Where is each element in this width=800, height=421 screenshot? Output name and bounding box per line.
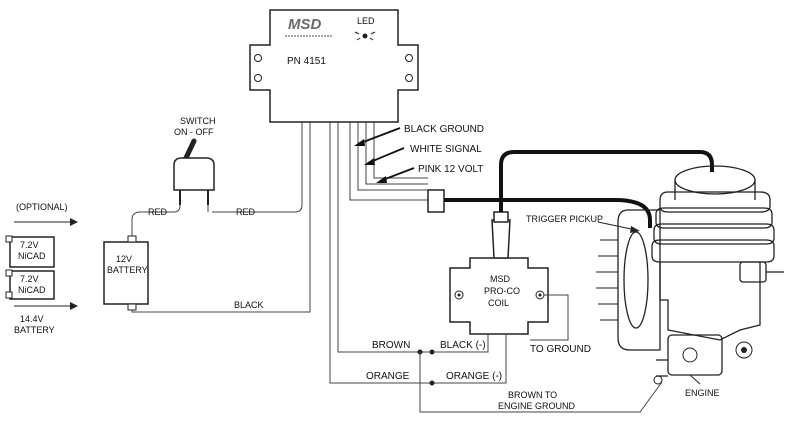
label-pink-12-volt: PINK 12 VOLT [418,164,483,175]
engine-label: ENGINE [685,388,720,398]
label-brown-to-line2: ENGINE GROUND [498,401,576,411]
part-number: PN 4151 [287,56,326,67]
nicad-cell2-line1: 7.2V [20,274,39,284]
black-ground-callout: BLACK GROUND [354,124,484,146]
label-brown: BROWN [372,340,410,351]
pink-12-volt-callout: PINK 12 VOLT [376,164,483,183]
nicad-cell2-line2: NiCAD [18,285,46,295]
nicad-cell1-line2: NiCAD [18,251,46,261]
battery-12v: 12V BATTERY [103,235,149,311]
label-orange-neg: ORANGE (-) [446,371,502,382]
switch-title-line2: ON - OFF [174,127,214,137]
module-brand: MSD [288,16,322,33]
coil-line3: COIL [488,298,509,308]
junction-dot [429,349,435,355]
label-to-ground: TO GROUND [530,344,591,355]
label-white-signal: WHITE SIGNAL [410,144,482,155]
msd-coil: MSD PRO-CO COIL [449,211,549,335]
nicad-optional: (OPTIONAL) [16,202,68,212]
coil-line1: MSD [490,274,511,284]
label-black: BLACK [234,300,264,310]
label-black-ground: BLACK GROUND [404,124,484,135]
white-signal-callout: WHITE SIGNAL [364,144,482,165]
label-red-right: RED [236,207,256,217]
battery-line1: 12V [116,254,132,264]
led-label: LED [357,16,375,26]
nicad-pack: (OPTIONAL) 7.2V NiCAD 7.2V NiCAD 14.4V B… [5,202,78,335]
toggle-switch: SWITCH ON - OFF [173,116,216,205]
module-wires [150,122,440,384]
nicad-cell1-line1: 7.2V [20,240,39,250]
label-brown-to-line1: BROWN TO [508,390,557,400]
label-orange: ORANGE [366,371,410,382]
led-icon [354,31,376,41]
label-red-left: RED [148,207,168,217]
wire-connector [427,189,445,213]
nicad-total-line1: 14.4V [20,314,44,324]
coil-line2: PRO-CO [484,286,520,296]
label-black-neg: BLACK (-) [440,340,486,351]
switch-title-line1: SWITCH [180,116,216,126]
label-trigger-pickup: TRIGGER PICKUP [526,214,603,224]
junction-dot [429,380,435,386]
engine: ENGINE [596,165,784,398]
nicad-total-line2: BATTERY [14,325,55,335]
msd-module: MSD LED PN 4151 [249,9,419,123]
battery-line2: BATTERY [107,265,148,275]
